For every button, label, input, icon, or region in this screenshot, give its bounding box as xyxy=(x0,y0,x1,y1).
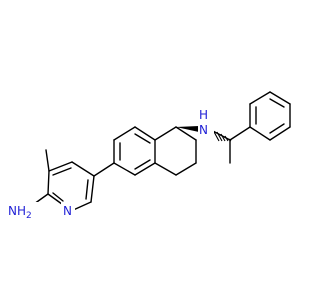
stereo-wedge-bonds xyxy=(176,126,232,142)
bond-ar-3-inner xyxy=(134,133,151,144)
bond-ar-3 xyxy=(134,126,156,141)
bond-biaryl xyxy=(93,162,115,177)
bond-pyr-c3-c4 xyxy=(48,161,73,172)
bond-ar-2 xyxy=(113,126,136,141)
bond-ph-2 xyxy=(249,91,271,105)
bond-ph-3-inner xyxy=(269,98,285,108)
solid-wedge-bond xyxy=(176,126,199,132)
bond-ph-6 xyxy=(249,126,271,141)
molecule-structure: NH2 N N H xyxy=(6,91,291,221)
bond-pyr-c3-c4-inner xyxy=(52,167,72,176)
bond-pyr-c4-c5 xyxy=(71,161,95,177)
secondary-h-label: H xyxy=(199,108,208,122)
pyridine-n-text: N xyxy=(63,204,72,218)
amine-label: NH2 xyxy=(8,204,32,221)
bond-lines xyxy=(33,91,291,212)
bond-ar-5 xyxy=(134,162,156,176)
bond-methyl xyxy=(45,149,50,172)
bond-pyr-c2-c3 xyxy=(47,170,50,195)
bond-sat-4 xyxy=(175,162,197,176)
bond-sat-2 xyxy=(175,126,197,141)
secondary-h-text: H xyxy=(199,108,208,122)
bond-sat-5 xyxy=(154,162,177,176)
amine-subscript-text: 2 xyxy=(26,211,32,221)
bond-ph-5-inner xyxy=(269,123,285,134)
bond-pyr-n1-c2-inner xyxy=(52,192,64,202)
secondary-n-label: N xyxy=(199,123,208,137)
bond-ar-6 xyxy=(113,162,136,176)
bond-pyr-c5-c6 xyxy=(90,175,95,203)
pyridine-n-label: N xyxy=(63,204,72,218)
bond-pyr-c5-c6-inner xyxy=(85,179,89,200)
amine-nh-text: NH xyxy=(8,204,26,218)
bond-sat-1 xyxy=(154,126,177,141)
secondary-n-text: N xyxy=(199,123,208,137)
atom-labels: NH2 N N H xyxy=(6,106,214,221)
bond-ar-5-inner xyxy=(134,159,151,170)
bond-ph-5 xyxy=(269,126,291,141)
bond-ph-3 xyxy=(269,91,291,105)
bond-ch-phenyl xyxy=(229,126,251,141)
